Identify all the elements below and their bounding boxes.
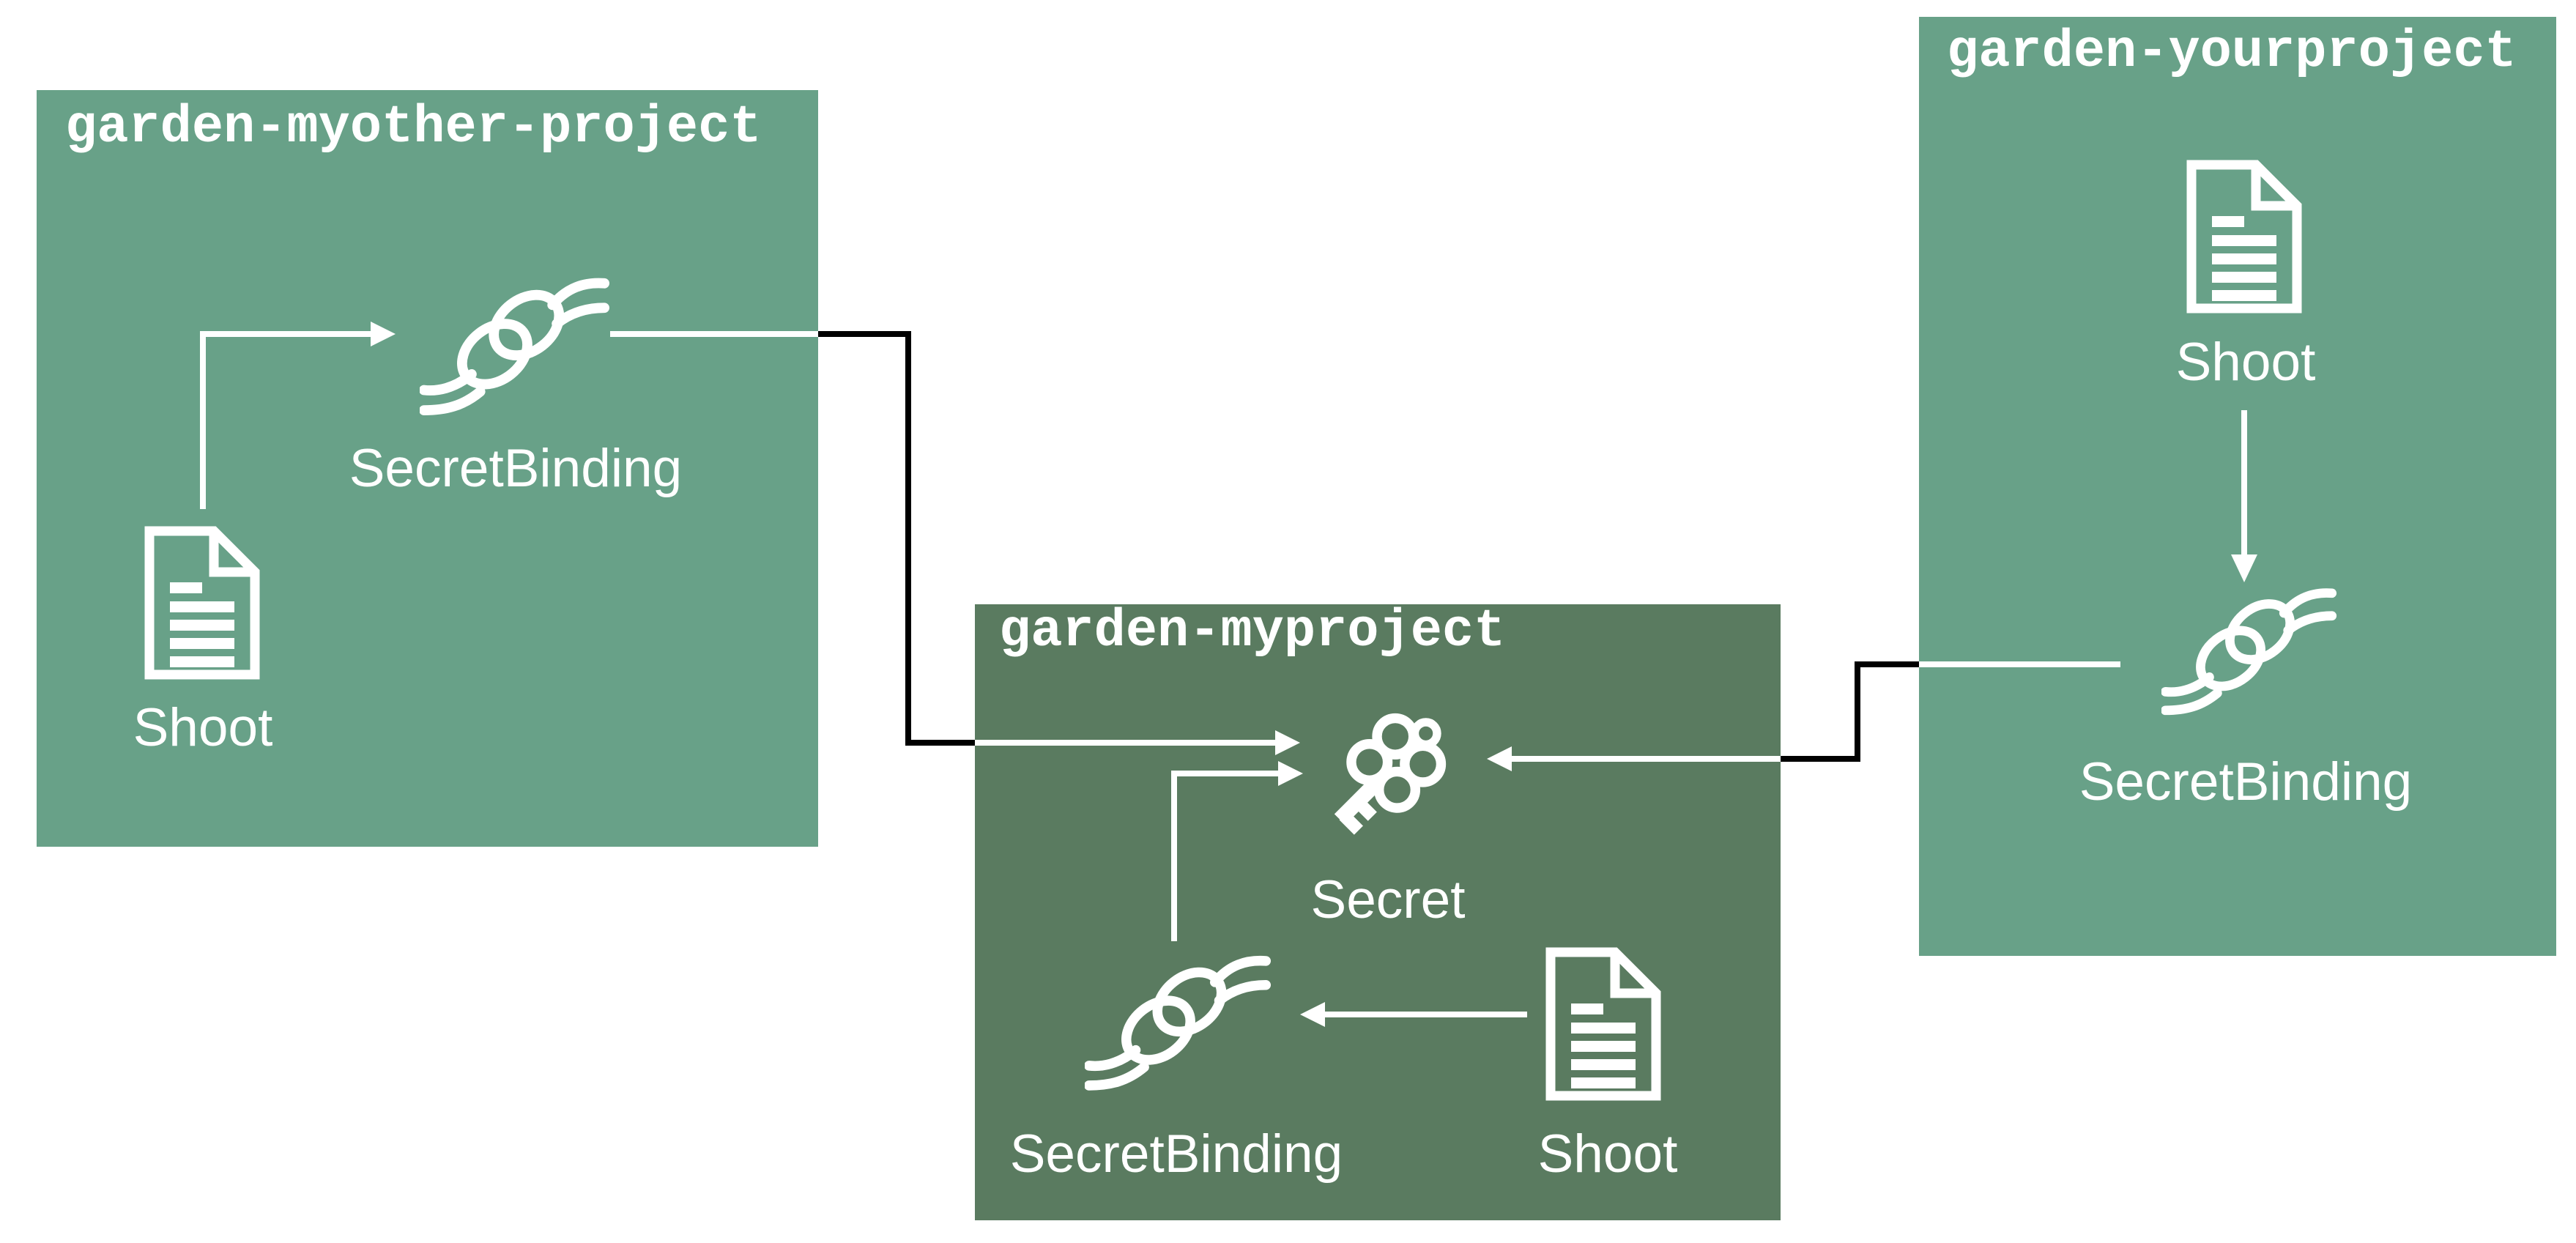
project-box-yourproject xyxy=(1919,17,2556,956)
arrow-shoot-to-binding-line xyxy=(1318,1012,1527,1017)
secret-key-icon xyxy=(1334,713,1447,835)
project-box-myproject xyxy=(975,604,1781,1220)
arrow-binding-to-secret-horizontal xyxy=(1171,771,1278,776)
connector-myother-seg-bottom xyxy=(905,740,975,746)
arrow-from-yourproject-line xyxy=(1512,756,1781,762)
arrow-binding-to-secret-vertical xyxy=(1171,771,1177,941)
arrow-shoot-to-binding-vertical xyxy=(2241,410,2247,554)
shoot-label: Shoot xyxy=(2175,333,2316,392)
connector-yourproject-seg-top xyxy=(1857,661,1919,667)
arrowhead-shoot-to-binding xyxy=(2231,554,2257,582)
arrowhead-from-yourproject xyxy=(1487,746,1512,771)
secretbinding-label: SecretBinding xyxy=(349,439,683,498)
arrowhead-shoot-to-binding xyxy=(1300,1002,1325,1027)
project-box-myother xyxy=(37,90,818,847)
arrowhead-binding-to-secret xyxy=(1278,761,1303,786)
shoot-document-icon xyxy=(144,526,260,680)
binding-exit-line xyxy=(610,331,818,337)
connector-yourproject-seg-bottom xyxy=(1781,756,1860,762)
shoot-label: Shoot xyxy=(1537,1124,1678,1184)
connector-myother-seg-top xyxy=(818,331,911,337)
secretbinding-label: SecretBinding xyxy=(1009,1124,1343,1184)
arrow-shoot-to-binding-vertical xyxy=(200,331,206,509)
connector-myother-seg-vertical xyxy=(905,331,911,746)
secret-label: Secret xyxy=(1310,870,1466,930)
shoot-document-icon xyxy=(2186,160,2302,313)
binding-exit-line xyxy=(1919,661,2120,667)
project-title-myproject: garden-myproject xyxy=(999,601,1506,661)
secretbinding-knot-icon xyxy=(1085,955,1272,1091)
secretbinding-knot-icon xyxy=(2161,588,2337,716)
secretbinding-label: SecretBinding xyxy=(2079,752,2413,812)
arrow-from-myother-line xyxy=(975,740,1275,746)
arrowhead-to-binding xyxy=(371,322,396,346)
shoot-label: Shoot xyxy=(133,698,273,757)
project-title-myother: garden-myother-project xyxy=(65,97,762,157)
connector-yourproject-seg-vertical xyxy=(1855,661,1860,762)
arrowhead-from-myother xyxy=(1275,730,1300,755)
secretbinding-knot-icon xyxy=(420,278,610,416)
project-title-yourproject: garden-yourproject xyxy=(1947,22,2517,82)
arrow-shoot-to-binding-horizontal xyxy=(200,331,371,337)
shoot-document-icon xyxy=(1545,947,1661,1101)
